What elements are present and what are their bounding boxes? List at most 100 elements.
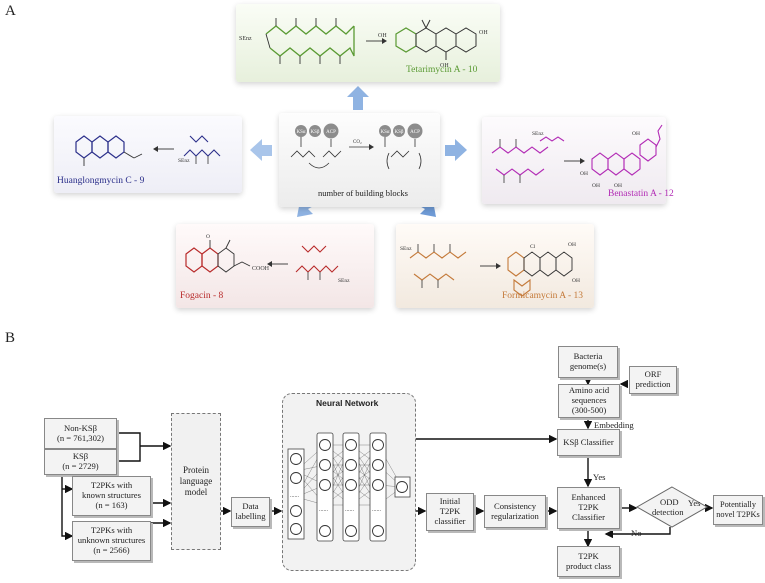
fogacin-structures: O COOH SEnz xyxy=(185,234,350,284)
tetarimycin-label: Tetarimycin A - 10 xyxy=(406,65,478,75)
huanglongmycin-card xyxy=(54,116,242,193)
consistency-line-2: regularization xyxy=(491,510,539,521)
oh-label-6: OH xyxy=(592,183,600,189)
tetarimycin-structures: SEnz OH OH OH xyxy=(239,18,488,69)
oh-label-1: OH xyxy=(378,33,387,39)
svg-text:......: ...... xyxy=(372,507,382,513)
arrow-left xyxy=(250,139,272,161)
oh-label-2: OH xyxy=(479,30,488,36)
unknown-line-1: T2PKs with xyxy=(90,525,133,536)
svg-text:......: ...... xyxy=(345,507,355,513)
ks-beta-label-1: KSβ xyxy=(311,130,320,135)
unknown-structures-box: T2PKs with unknown structures (n = 2566) xyxy=(72,521,151,561)
acp-label-2: ACP xyxy=(410,130,420,135)
arrow-up xyxy=(347,86,369,110)
senz-label-2: SEnz xyxy=(178,158,190,164)
senz-label-5: SEnz xyxy=(400,246,412,252)
senz-label: SEnz xyxy=(239,36,252,42)
known-line-1: T2PKs with xyxy=(90,480,133,491)
yes-label-2: Yes xyxy=(688,498,701,508)
oh-label-5: OH xyxy=(580,171,588,177)
known-line-2: known structures xyxy=(82,490,141,501)
protein-language-model: Protein language model xyxy=(171,413,221,550)
neural-network-title: Neural Network xyxy=(316,398,379,408)
orf-line-1: ORF xyxy=(644,369,662,380)
labelling-line-2: labelling xyxy=(235,511,266,521)
data-labelling-box: Data labelling xyxy=(231,497,270,527)
non-ks-count: (n = 761,302) xyxy=(56,432,105,443)
svg-text:......: ...... xyxy=(290,493,300,499)
bacteria-line-2: genome(s) xyxy=(569,361,607,371)
oh-label-4: OH xyxy=(632,131,640,137)
cl-label: Cl xyxy=(530,244,536,250)
oh-label-9: OH xyxy=(572,278,580,284)
benastatin-card xyxy=(482,117,666,204)
ks-count: (n = 2729) xyxy=(62,461,99,471)
initial-line-3: classifier xyxy=(434,515,466,526)
product-line-1: T2PK xyxy=(578,550,599,561)
formicamycin-structures: SEnz Cl OH OH xyxy=(400,242,580,297)
ks-box: KSβ (n = 2729) xyxy=(44,449,117,475)
ks-beta-label-2: KSβ xyxy=(395,130,404,135)
odd-detection-diamond xyxy=(636,486,708,528)
odd-line-1: ODD xyxy=(660,497,679,507)
orf-prediction-box: ORF prediction xyxy=(629,366,677,394)
non-ks-box: Non-KSβ (n = 761,302) xyxy=(44,418,117,449)
benastatin-structures: SEnz OH OH OH OH xyxy=(491,124,663,189)
oh-label-7: OH xyxy=(614,183,622,189)
initial-classifier-box: Initial T2PK classifier xyxy=(426,493,474,531)
panel-a-letter: A xyxy=(5,3,16,19)
formicamycin-label: Formicamycin A - 13 xyxy=(502,291,584,301)
ks-classifier-box: KSβ Classifier xyxy=(557,429,620,456)
huanglongmycin-structures: SEnz xyxy=(75,135,221,166)
initial-line-2: T2PK xyxy=(439,506,461,517)
ks-alpha-label-2: KSα xyxy=(380,130,389,135)
bacteria-line-1: Bacteria xyxy=(573,351,603,362)
novel-line-2: novel T2PKs xyxy=(716,510,760,519)
arrow-right xyxy=(445,139,467,161)
ks-label: KSβ xyxy=(72,451,89,462)
unknown-line-2: unknown structures xyxy=(77,535,146,546)
novel-line-1: Potentially xyxy=(720,500,756,510)
consistency-line-1: Consistency xyxy=(493,500,536,511)
amino-line-3: (300-500) xyxy=(571,404,607,415)
svg-text:......: ...... xyxy=(319,507,329,513)
acp-label-1: ACP xyxy=(326,130,336,135)
fogacin-card xyxy=(176,224,374,308)
co2-label: CO₂ xyxy=(353,140,362,145)
enhanced-line-2: T2PK xyxy=(578,502,599,513)
unknown-line-3: (n = 2566) xyxy=(93,544,130,555)
amino-line-1: Amino acid xyxy=(568,385,610,396)
enhanced-line-1: Enhanced xyxy=(571,492,606,503)
bacteria-genome-box: Bacteria genome(s) xyxy=(558,346,618,378)
labelling-line-1: Data xyxy=(242,501,259,512)
novel-t2pks-box: Potentially novel T2PKs xyxy=(713,495,763,525)
senz-label-4: SEnz xyxy=(338,278,350,284)
center-mechanism: KSα KSβ ACP KSα KSβ ACP CO₂ xyxy=(290,123,423,170)
enhanced-classifier-box: Enhanced T2PK Classifier xyxy=(557,487,620,529)
oh-label-3: OH xyxy=(440,63,449,69)
initial-line-1: Initial xyxy=(439,496,461,507)
known-structures-box: T2PKs with known structures (n = 163) xyxy=(72,476,151,516)
odd-line-2: detection xyxy=(652,507,684,517)
yes-label-1: Yes xyxy=(593,472,606,482)
orf-line-2: prediction xyxy=(635,379,671,389)
center-caption: number of building blocks xyxy=(318,188,408,198)
senz-label-3: SEnz xyxy=(532,131,544,137)
embedding-label: Embedding xyxy=(594,420,634,430)
enhanced-line-3: Classifier xyxy=(572,511,605,522)
fogacin-label: Fogacin - 8 xyxy=(180,291,224,301)
known-line-3: (n = 163) xyxy=(95,499,128,510)
neural-network-graph: ...... .................. xyxy=(287,432,411,542)
plm-line-3: model xyxy=(184,487,208,498)
plm-line-2: language xyxy=(179,475,213,486)
amino-acid-box: Amino acid sequences (300-500) xyxy=(558,384,620,418)
no-label: No xyxy=(631,528,642,538)
product-line-2: product class xyxy=(565,560,612,571)
consistency-box: Consistency regularization xyxy=(484,495,546,528)
benastatin-label: Benastatin A - 12 xyxy=(608,189,674,199)
oh-label-8: OH xyxy=(568,242,576,248)
plm-line-1: Protein xyxy=(183,464,209,475)
huanglongmycin-label: Huanglongmycin C - 9 xyxy=(57,176,145,186)
cooh-label: COOH xyxy=(252,266,270,272)
